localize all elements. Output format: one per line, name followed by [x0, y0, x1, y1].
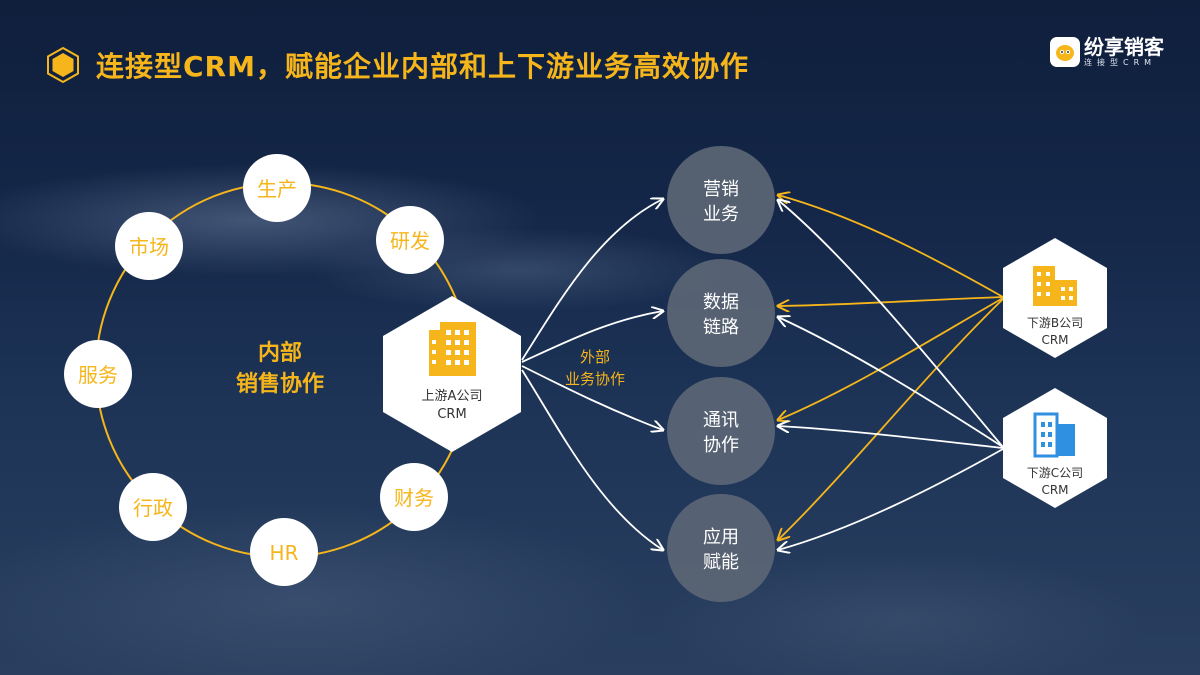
internal-center-line-1: 内部	[258, 340, 302, 366]
department-node-service: 服务	[64, 340, 132, 408]
building-icon	[429, 322, 476, 376]
building-icon	[1033, 266, 1077, 306]
svg-text:行政: 行政	[133, 496, 173, 520]
department-node-hr: HR	[250, 518, 318, 586]
svg-text:服务: 服务	[78, 363, 118, 387]
internal-center-line-2: 销售协作	[236, 371, 324, 397]
external-label-line-1: 外部	[580, 348, 610, 366]
page-title: 连接型CRM，赋能企业内部和上下游业务高效协作	[96, 50, 749, 83]
svg-text:上游A公司: 上游A公司	[422, 389, 483, 404]
svg-text:财务: 财务	[394, 486, 434, 510]
downstream-c-arrows	[778, 200, 1004, 550]
brand-tagline: 连接型CRM	[1084, 58, 1157, 67]
department-node-finance: 财务	[380, 463, 448, 531]
downstream-company-b-node: 下游B公司 CRM	[1003, 238, 1107, 358]
department-node-rnd: 研发	[376, 206, 444, 274]
department-node-admin: 行政	[119, 473, 187, 541]
svg-text:链路: 链路	[703, 317, 739, 338]
hexagon-bullet-icon	[47, 46, 79, 84]
svg-text:下游C公司: 下游C公司	[1027, 466, 1083, 480]
svg-text:赋能: 赋能	[703, 552, 739, 573]
svg-text:生产: 生产	[257, 177, 297, 201]
office-building-icon	[1033, 412, 1075, 458]
title-bar: 连接型CRM，赋能企业内部和上下游业务高效协作	[44, 40, 749, 90]
brand-name: 纷享销客	[1084, 35, 1164, 59]
brand-logo: 纷享销客 连接型CRM	[1050, 36, 1164, 68]
upstream-company-a-node: 上游A公司 CRM	[383, 296, 521, 452]
service-node-data-link: 数据 链路	[667, 259, 775, 367]
svg-text:业务: 业务	[703, 204, 739, 225]
service-node-communication: 通讯 协作	[667, 377, 775, 485]
svg-text:CRM: CRM	[1041, 483, 1068, 497]
external-label-line-2: 业务协作	[565, 370, 625, 388]
department-node-production: 生产	[243, 154, 311, 222]
downstream-company-c-node: 下游C公司 CRM	[1003, 388, 1107, 508]
department-node-marketing: 市场	[115, 212, 183, 280]
svg-text:营销: 营销	[703, 179, 739, 200]
service-node-marketing: 营销 业务	[667, 146, 775, 254]
service-node-application: 应用 赋能	[667, 494, 775, 602]
svg-text:HR: HR	[270, 541, 299, 565]
svg-text:协作: 协作	[703, 435, 739, 456]
svg-text:应用: 应用	[703, 527, 739, 548]
svg-text:数据: 数据	[703, 292, 739, 313]
brand-mascot-icon	[1050, 37, 1080, 67]
svg-text:研发: 研发	[390, 229, 430, 253]
svg-text:CRM: CRM	[1041, 333, 1068, 347]
svg-text:通讯: 通讯	[703, 410, 739, 431]
downstream-b-arrows	[778, 195, 1004, 540]
svg-text:下游B公司: 下游B公司	[1027, 316, 1083, 330]
upstream-to-service-arrows	[521, 199, 663, 550]
svg-text:市场: 市场	[129, 235, 169, 259]
svg-text:CRM: CRM	[437, 407, 466, 422]
